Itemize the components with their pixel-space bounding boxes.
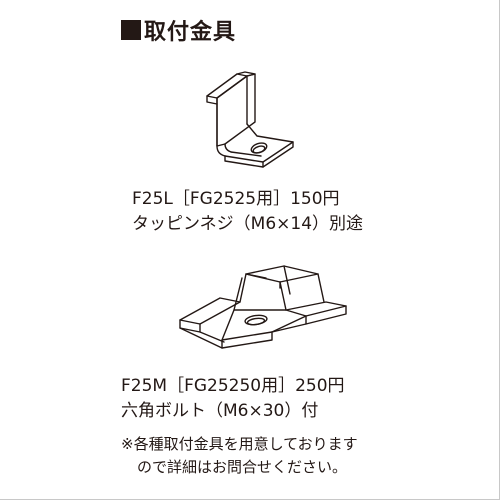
square-bullet-icon xyxy=(121,20,141,40)
note-line-2: ので詳細はお問合せください。 xyxy=(137,458,348,476)
f25m-model-price: F25M［FG25250用］250円 xyxy=(121,376,345,396)
note-line-1: ※各種取付金具を用意しております xyxy=(121,435,358,453)
f25l-bracket-illustration xyxy=(206,71,294,168)
f25l-screw-info: タッピンネジ（M6×14）別途 xyxy=(132,214,364,234)
f25m-bolt-info: 六角ボルト（M6×30）付 xyxy=(121,401,319,421)
section-heading-text: 取付金具 xyxy=(144,20,237,45)
section-heading: 取付金具 xyxy=(121,14,236,46)
f25m-bracket-illustration xyxy=(179,265,347,349)
f25l-model-price: F25L［FG2525用］150円 xyxy=(132,189,340,209)
